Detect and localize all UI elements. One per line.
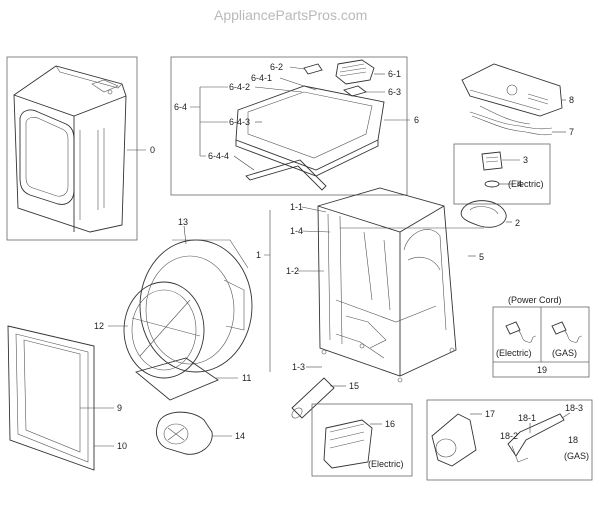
gas-cord-illustration bbox=[551, 321, 567, 335]
label-1-2: 1-2 bbox=[286, 266, 299, 276]
label-12: 12 bbox=[94, 321, 104, 331]
cabinet-frame bbox=[6, 56, 138, 241]
frame-assembly-group: 2 5 1 1-1 1-4 1-2 1-3 bbox=[256, 187, 520, 383]
label-17: 17 bbox=[485, 409, 495, 419]
blower-group: 14 bbox=[155, 411, 245, 455]
label-power-cord: (Power Cord) bbox=[508, 295, 562, 305]
label-10: 10 bbox=[117, 441, 127, 451]
label-15: 15 bbox=[349, 381, 359, 391]
heater-frame bbox=[311, 403, 413, 477]
thermostat-electric-group: 3 4 (Electric) bbox=[453, 143, 551, 205]
label-6-4: 6-4 bbox=[174, 102, 187, 112]
label-6-4-3: 6-4-3 bbox=[229, 117, 250, 127]
label-6-4-2: 6-4-2 bbox=[229, 82, 250, 92]
top-panel-assembly-group: 6-1 6-2 6-3 6-4-1 6-4-2 6-4-3 6-4-4 6-4 … bbox=[170, 56, 419, 196]
electric-parts-frame bbox=[453, 143, 551, 205]
label-13: 13 bbox=[178, 217, 188, 227]
label-18-1: 18-1 bbox=[518, 413, 536, 423]
door-illustration bbox=[7, 325, 95, 471]
label-11: 11 bbox=[242, 373, 251, 383]
label-8: 8 bbox=[569, 95, 574, 105]
top-panel-frame bbox=[170, 56, 408, 196]
wire-harness-illustration bbox=[469, 111, 553, 130]
label-cord-gas: (GAS) bbox=[552, 348, 577, 358]
label-cord-electric: (Electric) bbox=[496, 348, 532, 358]
duct-illustration bbox=[291, 377, 335, 419]
label-16: 16 bbox=[385, 419, 395, 429]
heater-illustration bbox=[323, 419, 373, 469]
door-assembly-group: 9 10 bbox=[7, 325, 127, 471]
burner-housing-illustration bbox=[431, 413, 477, 467]
label-18-3: 18-3 bbox=[565, 403, 583, 413]
thermostat-illustration bbox=[481, 151, 503, 171]
duct-group: 15 bbox=[291, 377, 359, 419]
label-7: 7 bbox=[569, 127, 574, 137]
fuse-illustration bbox=[484, 180, 500, 188]
label-6-3: 6-3 bbox=[388, 87, 401, 97]
label-5: 5 bbox=[479, 252, 484, 262]
cabinet-illustration bbox=[13, 65, 127, 233]
burner-frame bbox=[426, 399, 593, 481]
label-6-2: 6-2 bbox=[270, 62, 283, 72]
label-18-2: 18-2 bbox=[500, 431, 518, 441]
label-1: 1 bbox=[256, 250, 261, 260]
label-18: 18 bbox=[568, 435, 578, 445]
cabinet-assembly-group: 0 bbox=[6, 56, 155, 241]
label-6: 6 bbox=[414, 115, 419, 125]
control-panel-group: 8 7 bbox=[461, 63, 574, 137]
label-6-4-4: 6-4-4 bbox=[208, 151, 229, 161]
label-9: 9 bbox=[117, 403, 122, 413]
blower-illustration bbox=[155, 411, 213, 455]
electric-cord-illustration bbox=[505, 321, 521, 335]
label-4: 4 bbox=[517, 179, 522, 189]
label-gas-lower: (GAS) bbox=[564, 451, 589, 461]
burner-gas-group: 17 18-1 18-2 18-3 18 (GAS) bbox=[426, 399, 593, 481]
heater-electric-group: 16 (Electric) bbox=[311, 403, 413, 477]
label-14: 14 bbox=[235, 431, 245, 441]
cabinet-frame-illustration bbox=[317, 187, 457, 383]
duct-seal-illustration bbox=[460, 200, 507, 228]
drum-illustration bbox=[139, 239, 253, 373]
label-3: 3 bbox=[523, 155, 528, 165]
label-1-4: 1-4 bbox=[290, 226, 303, 236]
label-electric-lower: (Electric) bbox=[368, 459, 404, 469]
label-1-1: 1-1 bbox=[290, 202, 303, 212]
label-0: 0 bbox=[150, 145, 155, 155]
label-2: 2 bbox=[515, 218, 520, 228]
watermark-text: AppliancePartsPros.com bbox=[214, 7, 367, 23]
front-frame-illustration bbox=[135, 357, 219, 401]
label-6-1: 6-1 bbox=[388, 69, 401, 79]
control-panel-illustration bbox=[461, 63, 563, 117]
power-cord-group: (Power Cord) (Electric) (GAS) 19 bbox=[492, 295, 590, 378]
label-19: 19 bbox=[537, 365, 547, 375]
label-6-4-1: 6-4-1 bbox=[251, 73, 272, 83]
label-1-3: 1-3 bbox=[292, 362, 305, 372]
label-electric-upper: (Electric) bbox=[508, 179, 544, 189]
drum-assembly-group: 13 12 11 bbox=[94, 217, 253, 401]
